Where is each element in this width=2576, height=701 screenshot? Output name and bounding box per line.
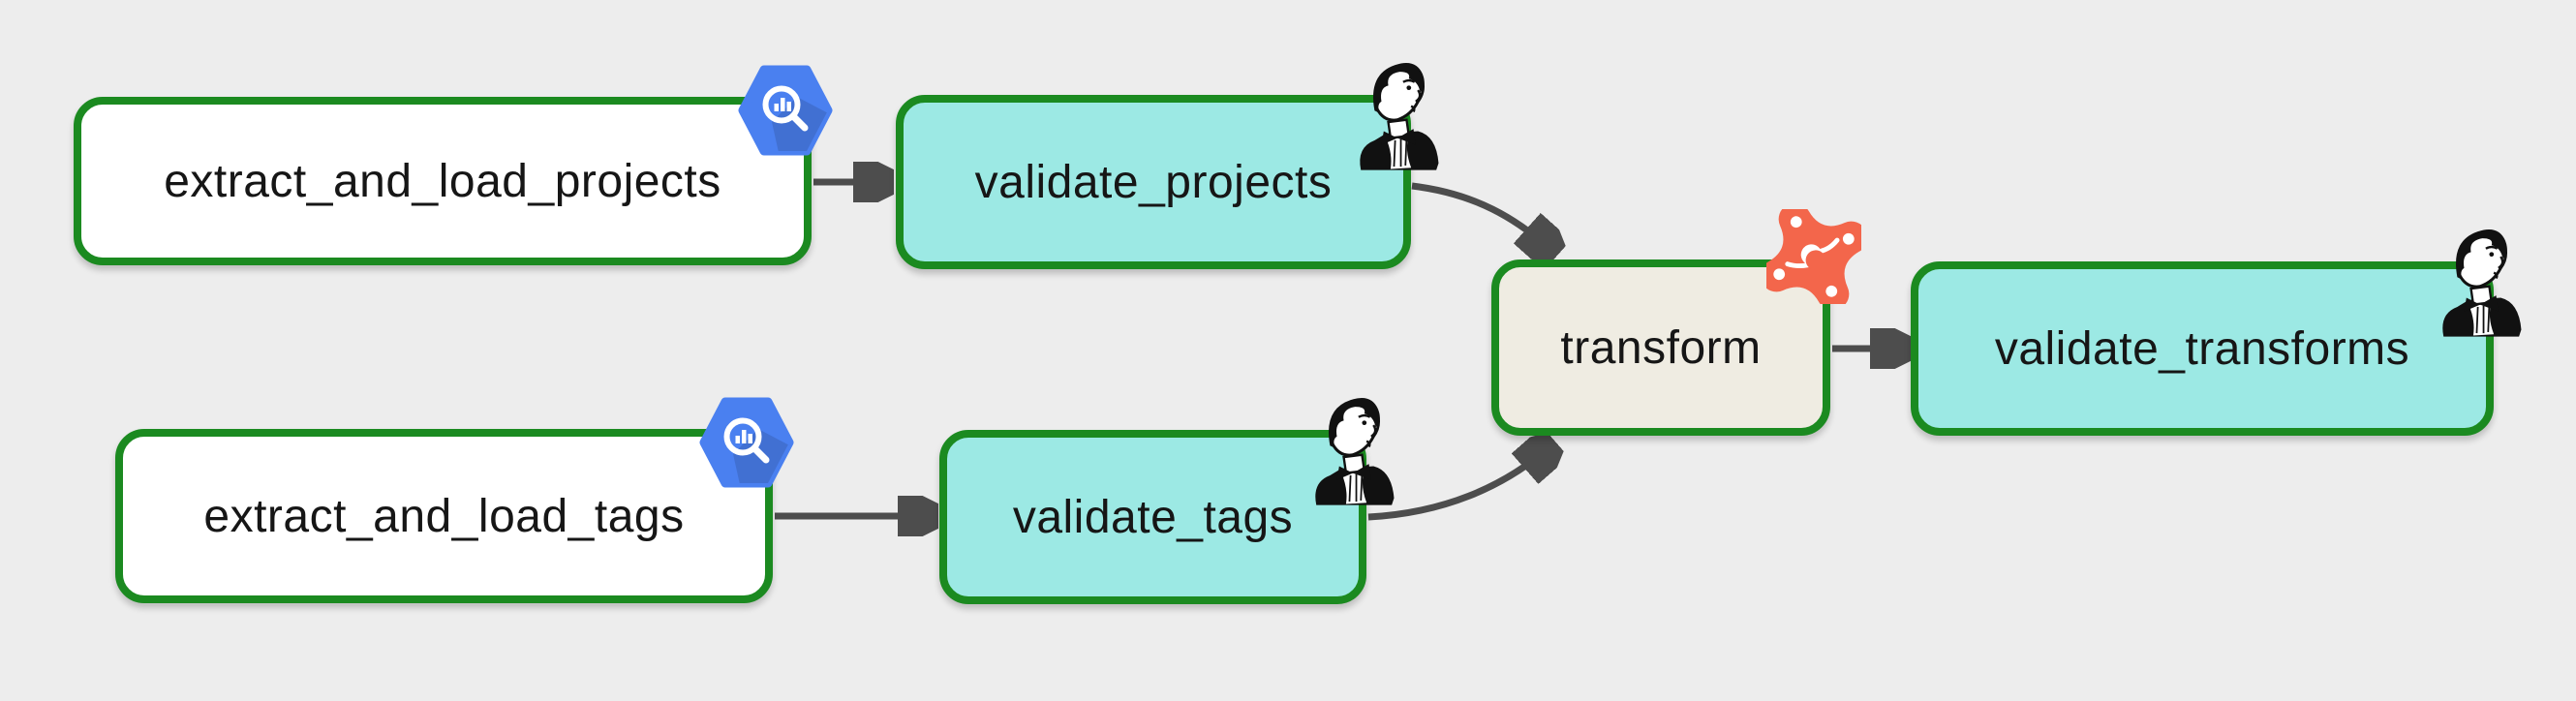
task-label: extract_and_load_projects	[164, 155, 721, 207]
task-node-validate-transforms[interactable]: validate_transforms	[1911, 229, 2522, 436]
task-node-extract-and-load-projects[interactable]: extract_and_load_projects	[74, 65, 833, 265]
great-expectations-icon	[1306, 393, 1399, 507]
bigquery-icon	[736, 62, 835, 159]
task-label: validate_transforms	[1994, 322, 2410, 375]
task-label: extract_and_load_tags	[203, 490, 685, 542]
edge-validate-tags-to-transform	[1367, 446, 1550, 521]
task-node-validate-projects[interactable]: validate_projects	[896, 62, 1439, 269]
task-node-transform[interactable]: transform	[1491, 209, 1861, 436]
edge-validate-projects-to-transform	[1411, 182, 1552, 251]
dbt-icon	[1766, 209, 1861, 304]
bigquery-icon	[697, 394, 796, 491]
great-expectations-icon	[1351, 58, 1444, 172]
great-expectations-icon	[2434, 225, 2527, 339]
task-label: validate_tags	[1012, 491, 1294, 543]
task-node-extract-and-load-tags[interactable]: extract_and_load_tags	[115, 397, 794, 603]
task-node-validate-tags[interactable]: validate_tags	[939, 397, 1395, 604]
task-label: validate_projects	[974, 156, 1333, 208]
task-label: transform	[1560, 321, 1762, 374]
